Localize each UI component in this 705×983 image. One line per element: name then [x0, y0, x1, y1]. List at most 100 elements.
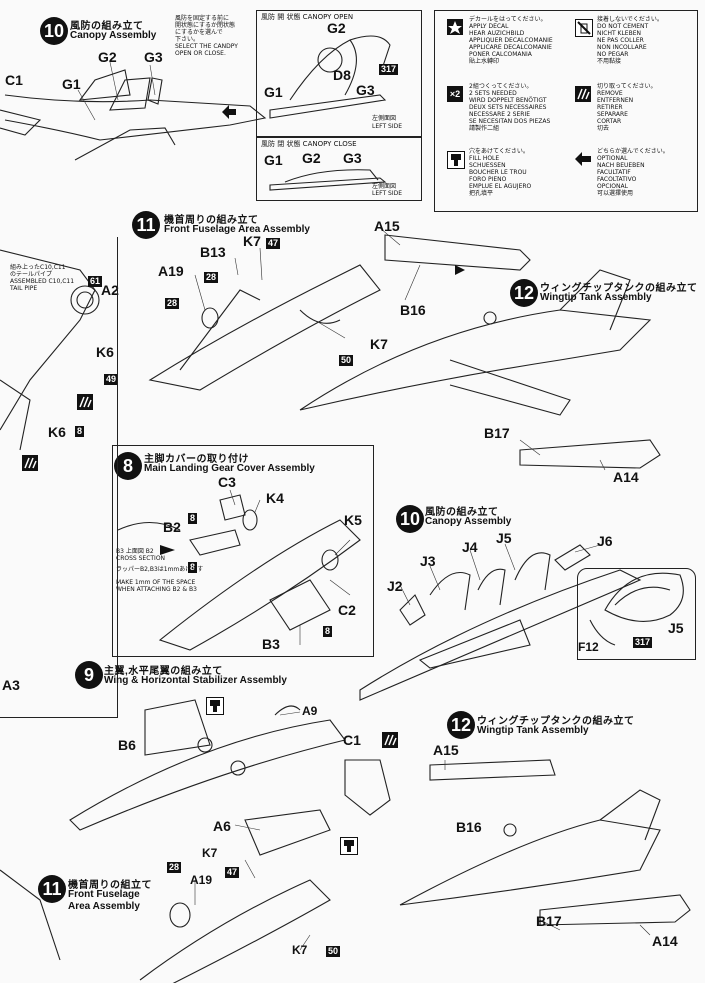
apply-decal-icon — [447, 19, 463, 35]
legend-line: NACH BEUEBEN — [597, 162, 645, 169]
legend-line: OPTIONAL — [597, 155, 628, 162]
legend-line: ENTFERNEN — [597, 97, 634, 104]
fill-hole-icon-step9 — [206, 697, 224, 715]
optional-arrow-icon — [222, 105, 236, 119]
legend-line: DO NOT CEMENT — [597, 23, 649, 30]
part-label-g3: G3 — [144, 49, 163, 65]
part-label-a9: A9 — [302, 704, 318, 718]
decal-number-317-top: 317 — [379, 64, 399, 75]
legend-line: SCHUESSEN — [469, 162, 506, 169]
cross-section-line: WHEN ATTACHING B2 & B3 — [116, 586, 197, 593]
part-label-j5: J5 — [496, 530, 512, 546]
legend-line: SEPARARE — [597, 111, 628, 118]
part-label-k7-top: K7 — [243, 233, 261, 249]
part-label-c3: C3 — [218, 474, 236, 490]
legend-line: 請製作二組 — [469, 125, 500, 132]
part-label-k6-lower: K6 — [48, 424, 66, 440]
legend-line: 接着しないでください。 — [597, 16, 663, 23]
legend-line: FACOLTATIVO — [597, 176, 637, 183]
note-line: OPEN OR CLOSE. — [175, 50, 226, 57]
part-label-g2: G2 — [98, 49, 117, 65]
part-label-a15-bottom: A15 — [433, 742, 459, 758]
legend-line: APPLY DECAL — [469, 23, 509, 30]
decal-number-8-left: 8 — [75, 426, 85, 437]
step-11-bottom-en-title-1: Front Fuselage — [68, 889, 140, 900]
fill-hole-icon-step9-b — [340, 837, 358, 855]
step-11-top-number: 11 — [132, 211, 160, 239]
optional-icon — [575, 151, 591, 167]
step-9-en-title: Wing & Horizontal Stabilizer Assembly — [104, 675, 287, 686]
legend-line: BOUCHER LE TROU — [469, 169, 527, 176]
legend-line: CORTAR — [597, 118, 622, 125]
decal-number-49: 49 — [104, 374, 119, 385]
decal-number-47-bottom: 47 — [225, 867, 240, 878]
part-label-j2: J2 — [387, 578, 403, 594]
part-label-k5: K5 — [344, 512, 362, 528]
canopy-close-side-en: LEFT SIDE — [372, 190, 403, 197]
part-label-j6: J6 — [597, 533, 613, 549]
part-label-a6: A6 — [213, 818, 231, 834]
part-label-b16-top: B16 — [400, 302, 426, 318]
part-label-b6: B6 — [118, 737, 136, 753]
part-label-b16-bottom: B16 — [456, 819, 482, 835]
step-9-jp-title: 主翼,水平尾翼の組み立て — [104, 666, 223, 677]
note-line: 下さい。 — [175, 36, 200, 43]
part-label-b3: B3 — [262, 636, 280, 652]
part-label-c1-step9: C1 — [343, 732, 361, 748]
legend-line: FORO PIENO — [469, 176, 507, 183]
canopy-open-frame: 風防 開 状態 CANOPY OPEN 左側面図 LEFT SIDE — [256, 10, 422, 137]
step-10-top-number: 10 — [40, 17, 68, 45]
part-label-j4: J4 — [462, 539, 478, 555]
step-11-bottom-jp-title: 機首周りの組立て — [68, 880, 152, 891]
legend-line: 2組つくってください。 — [469, 83, 533, 90]
legend-line: 不用黏接 — [597, 58, 622, 65]
legend-line: 切去 — [597, 125, 610, 132]
part-label-a15-top: A15 — [374, 218, 400, 234]
part-label-j3: J3 — [420, 553, 436, 569]
part-label-a2: A2 — [101, 282, 119, 298]
part-label-a19-top: A19 — [158, 263, 184, 279]
left-partial-frame — [0, 237, 118, 718]
part-label-c2: C2 — [338, 602, 356, 618]
legend-line: 可以選擇使用 — [597, 190, 634, 197]
symbol-legend: デカールをはってください。 APPLY DECAL HEAR AUZICHBIL… — [434, 10, 698, 212]
canopy-open-side-en: LEFT SIDE — [372, 123, 403, 130]
legend-line: OPCIONAL — [597, 183, 628, 190]
legend-line: PONER CALCOMANIA — [469, 51, 532, 58]
part-label-c1: C1 — [5, 72, 23, 88]
canopy-detail-inset — [577, 568, 696, 660]
legend-line: どちらか選んでください。 — [597, 148, 669, 155]
legend-line: DEUX SETS NECESSAIRES — [469, 104, 547, 111]
legend-line: 把孔填平 — [469, 190, 494, 197]
remove-cut-icon — [575, 86, 591, 102]
step-12-bottom-jp-title: ウィングチップタンクの組み立て — [477, 716, 635, 727]
legend-line: APPLIQUER DECALCOMANIE — [469, 37, 553, 44]
part-label-d8: D8 — [333, 67, 351, 83]
legend-line: NO PEGAR — [597, 51, 629, 58]
legend-line: REMOVE — [597, 90, 623, 97]
cross-section-note: B3 上面図 B2 CROSS SECTION ラッパーB2,B3は1mmあけま… — [116, 548, 206, 593]
note-line: 開状態にするか閉状態 — [175, 22, 236, 29]
step-12-bottom-number: 12 — [447, 711, 475, 739]
remove-cut-icon-step9 — [382, 732, 398, 748]
canopy-close-title: 風防 閉 状態 CANOPY CLOSE — [261, 140, 357, 148]
part-label-k7-bottom-top: K7 — [202, 846, 218, 860]
tail-pipe-note: 組み上ったC10,C11 のテールパイプ ASSEMBLED C10,C11 T… — [10, 264, 90, 292]
step-11-top-jp-title: 機首周りの組み立て — [164, 215, 259, 226]
legend-line: 貼上水轉印 — [469, 58, 500, 65]
cross-section-line: B3 上面図 B2 — [116, 548, 154, 555]
two-sets-icon: ×2 — [447, 86, 463, 102]
decal-number-28-b: 28 — [204, 272, 219, 283]
part-label-a3: A3 — [2, 677, 20, 693]
decal-number-28-bottom: 28 — [167, 862, 182, 873]
apply-decal-text: デカールをはってください。 APPLY DECAL HEAR AUZICHBIL… — [469, 16, 564, 65]
part-label-g1-close: G1 — [264, 152, 283, 168]
part-label-b17-top: B17 — [484, 425, 510, 441]
part-label-g2-close: G2 — [302, 150, 321, 166]
step-8-jp-title: 主脚カバーの取り付け — [144, 454, 249, 465]
decal-number-50-bottom: 50 — [326, 946, 341, 957]
decal-number-8-b: 8 — [188, 562, 198, 573]
note-line: SELECT THE CANDPY — [175, 43, 238, 50]
